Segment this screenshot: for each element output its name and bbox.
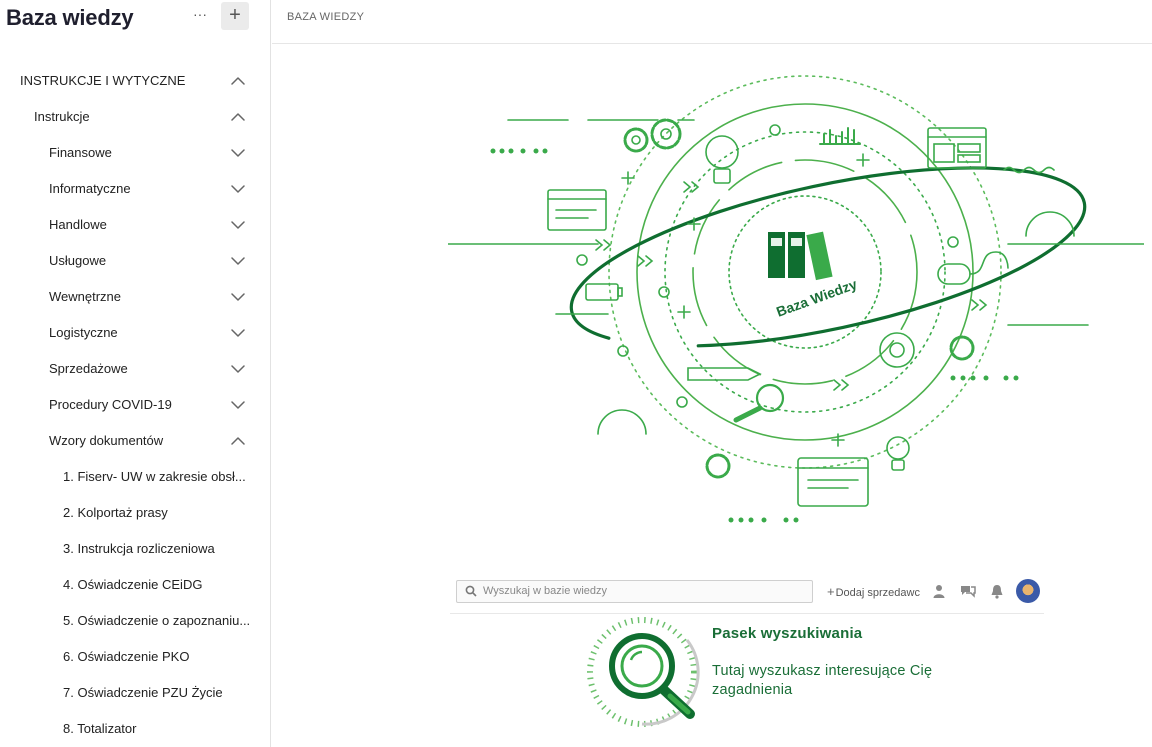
search-placeholder: Wyszukaj w bazie wiedzy	[483, 585, 607, 597]
bell-icon[interactable]	[989, 583, 1005, 599]
sidebar-item-label: Usługowe	[49, 253, 107, 268]
sidebar-item-label: Wzory dokumentów	[49, 433, 164, 448]
sidebar-item[interactable]: Instrukcje	[0, 99, 270, 135]
sidebar-header: Baza wiedzy ··· +	[0, 0, 270, 36]
search-tip-illustration	[587, 617, 700, 727]
sidebar-item[interactable]: Handlowe	[0, 207, 270, 243]
chevron-down-icon[interactable]	[231, 291, 245, 303]
search-icon	[465, 585, 477, 597]
chevron-down-icon[interactable]	[231, 219, 245, 231]
sidebar-item-label: Finansowe	[49, 145, 112, 160]
search-bar-preview: Wyszukaj w bazie wiedzy +Dodaj sprzedawc…	[450, 574, 1044, 614]
sidebar-item-label: 8. Totalizator	[63, 721, 137, 736]
chevron-up-icon[interactable]	[231, 435, 245, 447]
chevron-down-icon[interactable]	[231, 399, 245, 411]
sidebar-item[interactable]: Wzory dokumentów	[0, 423, 270, 459]
chat-icon[interactable]	[960, 583, 976, 599]
sidebar-item-label: 1. Fiserv- UW w zakresie obsł...	[63, 469, 246, 484]
sidebar-item[interactable]: 7. Oświadczenie PZU Życie	[0, 675, 270, 711]
sidebar-item[interactable]: Usługowe	[0, 243, 270, 279]
sidebar-item-label: 3. Instrukcja rozliczeniowa	[63, 541, 215, 556]
sidebar-item-label: Informatyczne	[49, 181, 131, 196]
sidebar-item-label: 4. Oświadczenie CEiDG	[63, 577, 203, 592]
sidebar-item[interactable]: 1. Fiserv- UW w zakresie obsł...	[0, 459, 270, 495]
chevron-down-icon[interactable]	[231, 183, 245, 195]
sidebar-item[interactable]: Informatyczne	[0, 171, 270, 207]
sidebar-item[interactable]: Logistyczne	[0, 315, 270, 351]
sidebar-item[interactable]: Sprzedażowe	[0, 351, 270, 387]
sidebar-title: Baza wiedzy	[6, 5, 134, 30]
top-bar: BAZA WIEDZY	[272, 0, 1152, 44]
sidebar-item[interactable]: 3. Instrukcja rozliczeniowa	[0, 531, 270, 567]
sidebar-item[interactable]: 6. Oświadczenie PKO	[0, 639, 270, 675]
sidebar-item-label: 5. Oświadczenie o zapoznaniu...	[63, 613, 251, 628]
sidebar-item[interactable]: 8. Totalizator	[0, 711, 270, 747]
chevron-up-icon[interactable]	[231, 111, 245, 123]
tip-title: Pasek wyszukiwania	[712, 625, 863, 642]
sidebar-item-label: 2. Kolportaż prasy	[63, 505, 168, 520]
avatar[interactable]	[1016, 579, 1040, 603]
chevron-up-icon[interactable]	[231, 75, 245, 87]
chevron-down-icon[interactable]	[231, 255, 245, 267]
breadcrumb[interactable]: BAZA WIEDZY	[287, 11, 365, 23]
sidebar-item-label: INSTRUKCJE I WYTYCZNE	[20, 73, 186, 88]
search-input[interactable]: Wyszukaj w bazie wiedzy	[456, 580, 813, 603]
user-icon[interactable]	[931, 583, 947, 599]
knowledge-base-illustration: Baza Wiedzy	[448, 75, 1144, 523]
sidebar-item-label: Wewnętrzne	[49, 289, 122, 304]
illustration-label: Baza Wiedzy	[774, 276, 859, 320]
sidebar-item-label: 7. Oświadczenie PZU Życie	[63, 685, 223, 700]
sidebar-item[interactable]: 2. Kolportaż prasy	[0, 495, 270, 531]
more-options-button[interactable]: ···	[193, 6, 207, 22]
sidebar-item[interactable]: Procedury COVID-19	[0, 387, 270, 423]
sidebar-item[interactable]: 4. Oświadczenie CEiDG	[0, 567, 270, 603]
chevron-down-icon[interactable]	[231, 147, 245, 159]
add-button[interactable]: +	[221, 2, 249, 30]
add-seller-label: Dodaj sprzedawcę	[835, 587, 920, 599]
add-seller-button[interactable]: +Dodaj sprzedawcę	[827, 584, 920, 599]
sidebar-item-label: 6. Oświadczenie PKO	[63, 649, 190, 664]
plus-icon: +	[827, 584, 835, 599]
sidebar-item[interactable]: INSTRUKCJE I WYTYCZNE	[0, 63, 270, 99]
chevron-down-icon[interactable]	[231, 327, 245, 339]
sidebar-item-label: Procedury COVID-19	[49, 397, 172, 412]
sidebar-item-label: Instrukcje	[34, 109, 90, 124]
sidebar-item[interactable]: Wewnętrzne	[0, 279, 270, 315]
sidebar-item-label: Logistyczne	[49, 325, 118, 340]
sidebar-item-label: Handlowe	[49, 217, 107, 232]
sidebar-item[interactable]: Finansowe	[0, 135, 270, 171]
tip-text: Tutaj wyszukasz interesujące Cię zagadni…	[712, 663, 933, 698]
sidebar-item[interactable]: 5. Oświadczenie o zapoznaniu...	[0, 603, 270, 639]
main-content: BAZA WIEDZY	[272, 0, 1152, 747]
chevron-down-icon[interactable]	[231, 363, 245, 375]
sidebar-item-label: Sprzedażowe	[49, 361, 128, 376]
